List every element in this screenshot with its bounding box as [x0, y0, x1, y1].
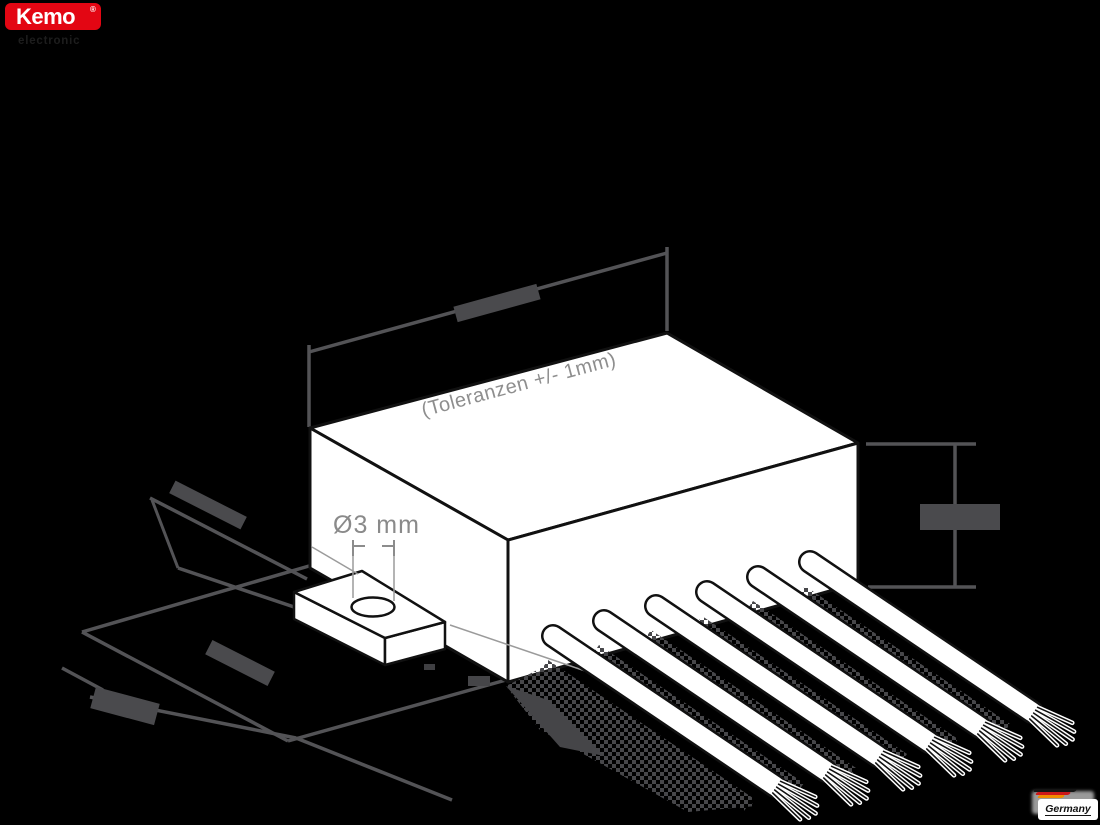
wire-strand [779, 780, 817, 798]
wire-strand [1036, 706, 1074, 724]
wire-strand [878, 756, 920, 785]
brand-logo-box [5, 3, 101, 30]
wire-body [543, 626, 785, 796]
obscured-height-label [920, 504, 1000, 530]
overall-dimension-line-b [295, 736, 453, 802]
wire-strand [982, 724, 1023, 748]
brand-subtitle: electronic [18, 35, 81, 47]
shadow-speck [424, 664, 435, 670]
wire-strand [771, 792, 801, 821]
wire-strand [925, 748, 955, 777]
wire-strand [978, 730, 1015, 760]
wire-strand [773, 789, 810, 819]
wire-strand [1030, 715, 1067, 745]
wire-strand [828, 768, 869, 792]
wire-strand [880, 753, 921, 777]
hole-leader-face [311, 546, 359, 575]
hole-tick-right [382, 540, 395, 556]
wire-body [748, 567, 990, 737]
wire-body [800, 552, 1042, 722]
hole-tick-left [352, 540, 365, 556]
box-corner-shadow-core [506, 686, 604, 756]
wire-body [594, 611, 836, 781]
lug-hole [350, 596, 396, 618]
wire-strand [822, 777, 852, 806]
wire-strand [830, 765, 868, 783]
wire-body [646, 596, 888, 766]
lug-dimension-line [150, 499, 180, 569]
hole-diameter-label: Ø3 mm [333, 511, 420, 539]
wire-strand [984, 721, 1022, 739]
wire-strand [824, 774, 861, 804]
obscured-depth-label [205, 639, 275, 687]
wire-strand [882, 750, 920, 768]
wire-strand [1028, 718, 1058, 747]
wire-strand [933, 736, 971, 754]
mounting-lug [292, 569, 447, 667]
depth-extension-front [287, 678, 507, 743]
wire-strand [777, 783, 818, 807]
lug-extension-a [149, 496, 308, 581]
obscured-lug-label [169, 480, 247, 530]
brand-name: Kemo [16, 4, 76, 29]
wire-strand [980, 727, 1022, 756]
wire-strand [929, 742, 971, 771]
wire-strand [976, 733, 1006, 762]
depth-extension-left [81, 564, 310, 634]
badge-plate: Germany [1038, 799, 1098, 820]
wire-strand [931, 739, 972, 763]
connection-wires [541, 550, 1044, 798]
wire-strand [775, 786, 817, 815]
wire-strand [927, 745, 964, 775]
lug-extension-b [177, 566, 307, 613]
dimension-lines [61, 247, 976, 802]
lug-leader-long [449, 624, 601, 677]
obscured-overall-label [90, 686, 160, 726]
registered-trademark-icon: ® [90, 5, 96, 14]
obscured-length-label [453, 283, 541, 323]
brand-logo: Kemo ® electronic [5, 3, 101, 49]
wire-strand [874, 762, 904, 791]
hole-dimension-ticks [352, 540, 395, 556]
wire-strand [876, 759, 913, 789]
wire-strand [1034, 709, 1075, 733]
obscured-label-smudges [90, 283, 1000, 726]
wire-body [697, 582, 939, 752]
wire-strand [826, 771, 868, 800]
wire-strand [1032, 712, 1074, 741]
made-in-germany-badge: Germany [1026, 786, 1100, 824]
shadow-speck [468, 676, 490, 686]
hole-dimension-leaders [311, 546, 601, 677]
depth-dimension-line [81, 630, 289, 743]
overall-extension-stub [61, 666, 104, 692]
badge-country-label: Germany [1045, 802, 1091, 816]
wire-shadow-band [539, 660, 753, 811]
stripped-wire-strands [770, 705, 1077, 822]
